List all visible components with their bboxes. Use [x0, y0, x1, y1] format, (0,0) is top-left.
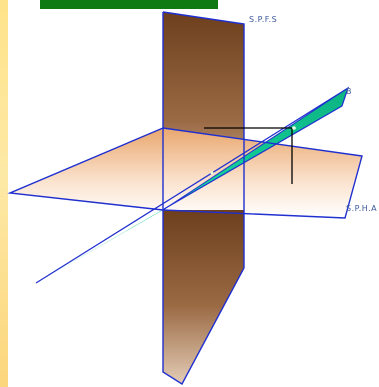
- intersection-line: [162, 87, 349, 211]
- side-strip: [0, 0, 8, 387]
- point-label: B: [346, 87, 352, 96]
- title-bar: [40, 0, 218, 9]
- point-marker: [210, 171, 214, 175]
- point-marker: [292, 126, 296, 130]
- inclined-plane-edge: [35, 86, 350, 284]
- vertical-plane-edge: [162, 11, 245, 385]
- horizontal-plane-label: S.P.H.A: [346, 204, 377, 213]
- vertical-plane-lower: [163, 210, 244, 384]
- vertical-plane-label: S.P.F.S: [249, 15, 277, 24]
- horizontal-plane: [10, 128, 362, 218]
- horizontal-plane-edge: [7, 127, 363, 219]
